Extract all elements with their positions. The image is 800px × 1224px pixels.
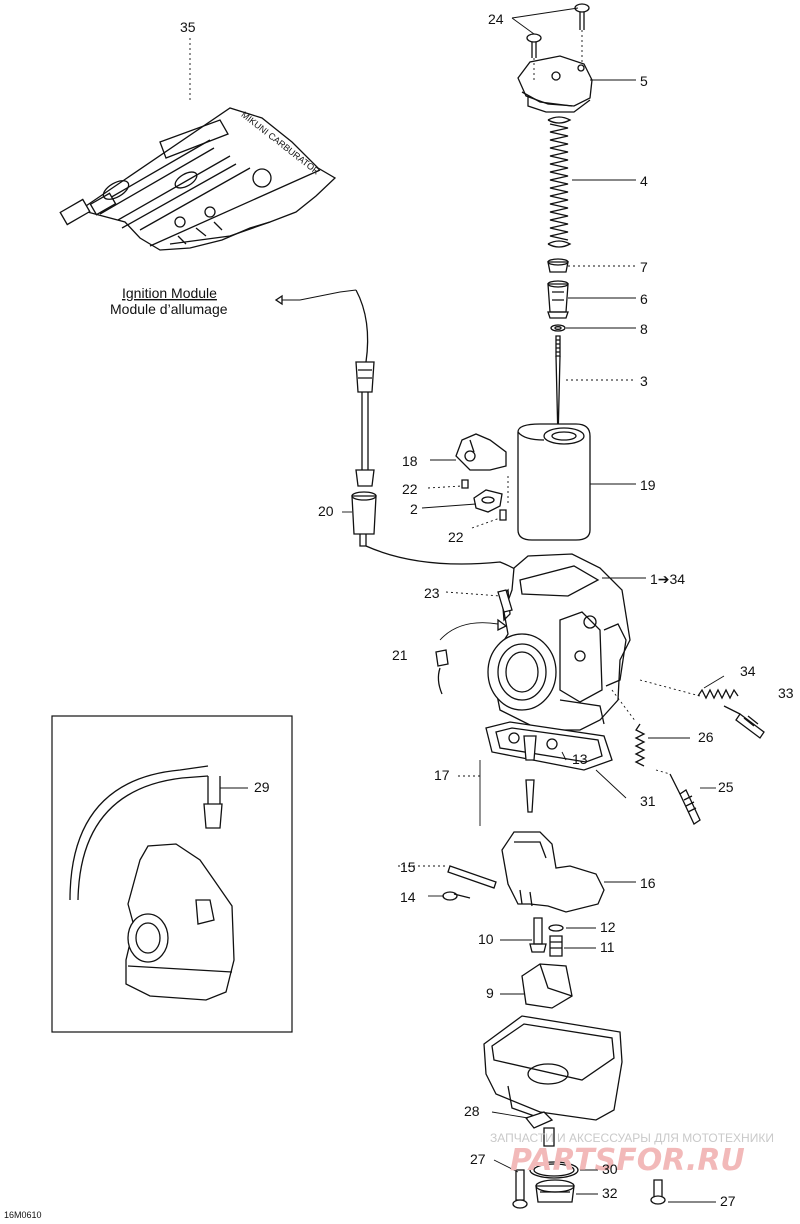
ignition-caption-fr: Module d’allumage — [110, 301, 228, 317]
idle-screw-part-33 — [723, 705, 765, 739]
tool-kit-part-35: MIKUNI CARBURATOR — [59, 107, 337, 251]
screw-part-22-upper — [461, 479, 469, 489]
callout-15: 15 — [400, 859, 416, 875]
callout-30: 30 — [602, 1161, 618, 1177]
gasket-plate-part-2 — [473, 489, 503, 513]
pilot-air-screw-part-25 — [669, 773, 701, 825]
callout-16: 16 — [640, 875, 656, 891]
washer-part-12 — [548, 924, 564, 932]
carburetor-body-part-1 — [487, 553, 631, 731]
leader-lines — [220, 7, 725, 1203]
screw-part-27-left — [512, 1169, 528, 1209]
cable-guide-part-18 — [455, 433, 507, 471]
callout-22-lower: 22 — [448, 529, 464, 545]
callout-34: 34 — [740, 663, 756, 679]
callout-3: 3 — [640, 373, 648, 389]
callout-24: 24 — [488, 11, 504, 27]
callout-19: 19 — [640, 477, 656, 493]
part-13 — [546, 738, 558, 750]
fitting-part-23 — [497, 589, 513, 613]
callout-2: 2 — [410, 501, 418, 517]
callout-5: 5 — [640, 73, 648, 89]
watermark-logo: PARTSFOR.RU — [510, 1143, 745, 1178]
callout-29: 29 — [254, 779, 270, 795]
callout-9: 9 — [486, 985, 494, 1001]
callout-35: 35 — [180, 19, 196, 35]
callout-20: 20 — [318, 503, 334, 519]
needle-clip-seat-part-7 — [547, 258, 569, 273]
washer-part-8 — [550, 324, 566, 332]
callout-25: 25 — [718, 779, 734, 795]
ignition-caption-en: Ignition Module — [122, 285, 217, 301]
needle-holder-part-6 — [547, 280, 569, 319]
screw-part-14 — [442, 891, 471, 901]
throttle-spring-part-4 — [547, 116, 572, 248]
plug-part-32 — [535, 1179, 575, 1203]
watermark-tagline: ЗАПЧАСТИ И АКСЕССУАРЫ ДЛЯ МОТОТЕХНИКИ — [490, 1131, 774, 1145]
main-jet-part-11 — [549, 935, 563, 957]
callout-32: 32 — [602, 1185, 618, 1201]
mixing-chamber-cap-part-5 — [517, 55, 593, 113]
spring-part-26 — [634, 723, 646, 767]
callout-13: 13 — [572, 751, 588, 767]
drain-plug-fitting — [543, 1127, 555, 1147]
inset-view-frame — [51, 715, 293, 1033]
callout-22-upper: 22 — [402, 481, 418, 497]
fitting-part-21 — [435, 649, 449, 695]
throttle-slide-part-19 — [517, 423, 591, 541]
callout-10: 10 — [478, 931, 494, 947]
screw-part-27-right — [650, 1179, 666, 1205]
callout-33: 33 — [778, 685, 794, 701]
callout-7: 7 — [640, 259, 648, 275]
float-bowl-part-28 — [483, 1015, 623, 1121]
callout-27-left: 27 — [470, 1151, 486, 1167]
callout-4: 4 — [640, 173, 648, 189]
needle-valve-part-10 — [529, 917, 547, 953]
gasket-part-28-bottom — [524, 1111, 554, 1129]
callout-11: 11 — [600, 939, 615, 955]
callout-17: 17 — [434, 767, 450, 783]
spring-part-34 — [697, 688, 739, 700]
callout-12: 12 — [600, 919, 616, 935]
float-part-16 — [501, 831, 605, 913]
callout-14: 14 — [400, 889, 416, 905]
callout-27-right: 27 — [720, 1193, 736, 1209]
needle-jet-nozzle — [523, 735, 537, 813]
screw-part-22-lower — [499, 509, 507, 521]
callout-18: 18 — [402, 453, 418, 469]
callout-31: 31 — [640, 793, 656, 809]
cap-screw-part-24-left — [526, 33, 542, 58]
throttle-position-sensor-part-20 — [299, 289, 531, 581]
callout-26: 26 — [698, 729, 714, 745]
callout-28: 28 — [464, 1103, 480, 1119]
callout-23: 23 — [424, 585, 440, 601]
callout-numbers: 24 5 35 4 7 6 8 3 18 22 19 2 20 22 1➔34 … — [180, 11, 794, 1209]
float-pin-part-15 — [447, 865, 497, 889]
callout-6: 6 — [640, 291, 648, 307]
baffle-part-9 — [521, 963, 573, 1009]
callout-8: 8 — [640, 321, 648, 337]
callout-1-to-34: 1➔34 — [650, 571, 685, 587]
o-ring-part-30 — [529, 1161, 579, 1179]
callout-21: 21 — [392, 647, 408, 663]
figure-code: 16M0610 — [4, 1210, 42, 1220]
